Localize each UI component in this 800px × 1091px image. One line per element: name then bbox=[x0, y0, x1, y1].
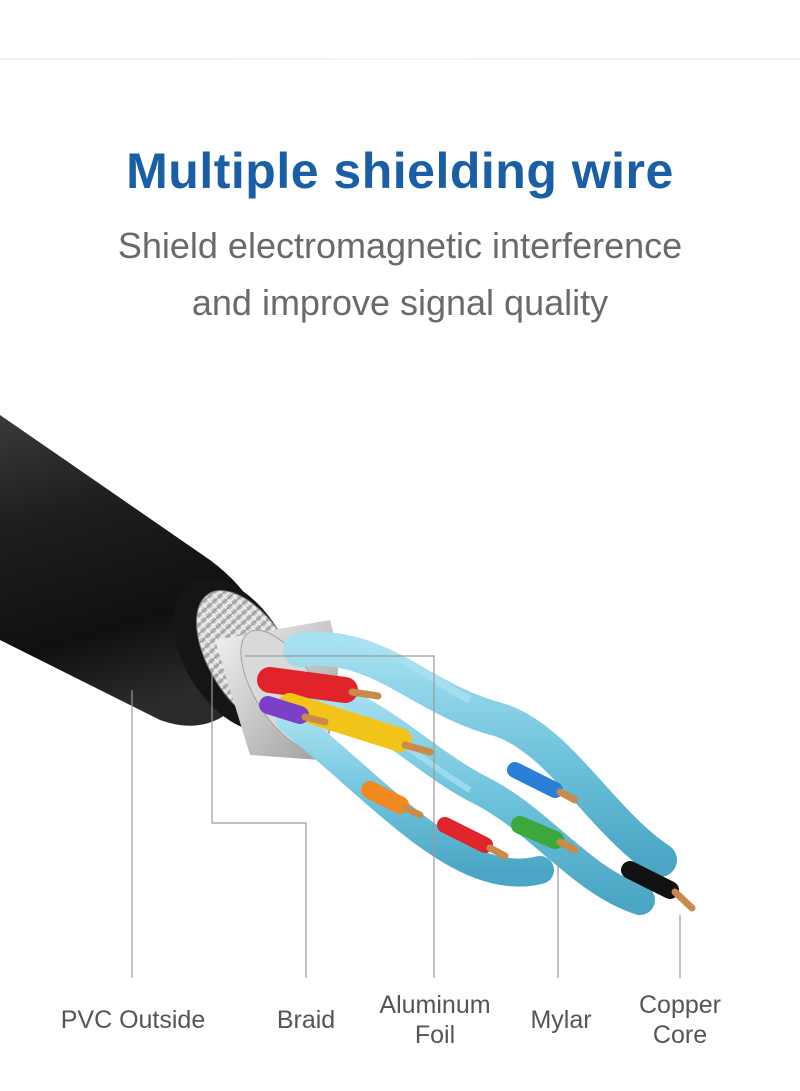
leader-line-braid bbox=[211, 670, 307, 978]
label-aluminum-foil: Aluminum Foil bbox=[370, 990, 500, 1050]
label-copper-line2: Core bbox=[652, 1021, 708, 1049]
leader-line-aluminum bbox=[245, 655, 435, 978]
label-mylar: Mylar bbox=[530, 1006, 592, 1034]
top-divider bbox=[0, 58, 800, 60]
label-aluminum-line1: Aluminum bbox=[379, 991, 491, 1019]
label-pvc-outside: PVC Outside bbox=[60, 1006, 206, 1034]
label-copper-line1: Copper bbox=[639, 991, 721, 1019]
subtitle-line-2: and improve signal quality bbox=[191, 282, 609, 323]
label-copper-core: Copper Core bbox=[620, 990, 740, 1050]
colored-wires bbox=[257, 667, 679, 899]
label-braid: Braid bbox=[276, 1006, 336, 1034]
subtitle-line-1: Shield electromagnetic interference bbox=[117, 225, 683, 266]
leader-lines bbox=[131, 655, 681, 978]
twisted-pairs bbox=[276, 631, 677, 915]
page-title: Multiple shielding wire bbox=[126, 143, 674, 199]
label-aluminum-line2: Foil bbox=[414, 1021, 456, 1049]
copper-cores bbox=[301, 688, 696, 912]
